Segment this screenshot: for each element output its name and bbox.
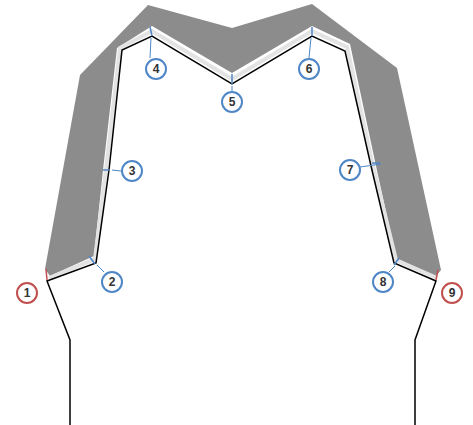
callout-number: 2 (101, 271, 123, 293)
cement-layer (49, 31, 437, 278)
leader-lines (97, 38, 395, 272)
callout-number: 6 (298, 58, 320, 80)
crown-band (45, 4, 441, 276)
callout-number: 7 (339, 159, 361, 181)
callout-number: 8 (372, 271, 394, 293)
callout-number: 5 (221, 91, 243, 113)
measurement-ticks (89, 27, 399, 265)
callout-number: 4 (145, 58, 167, 80)
callout-number: 1 (16, 282, 38, 304)
callout-number: 3 (121, 160, 143, 182)
tooth-outline (47, 36, 436, 425)
callout-number: 9 (441, 282, 463, 304)
